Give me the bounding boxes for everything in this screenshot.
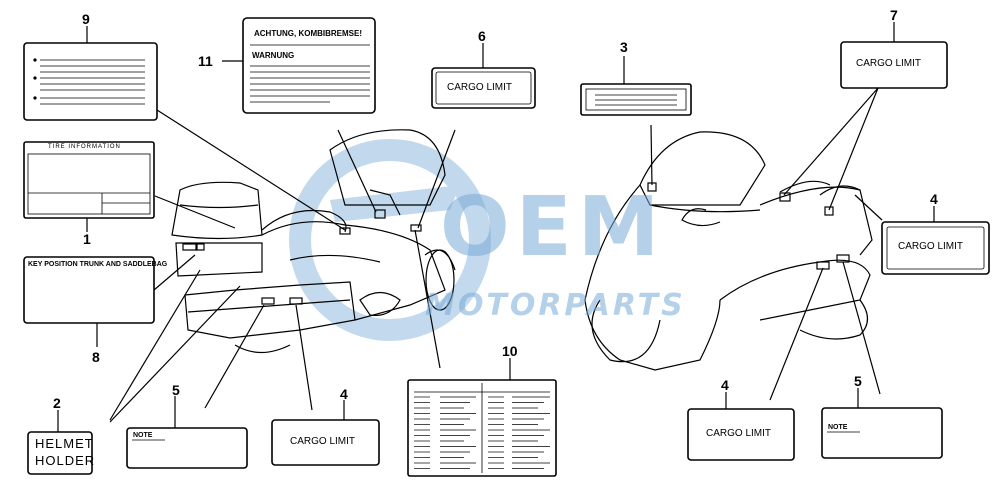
callout-5-right: 5 (854, 373, 862, 389)
label-10-box (407, 379, 557, 477)
callout-7: 7 (890, 7, 898, 23)
label-11-achtung: ACHTUNG, KOMBIBREMSE! (254, 29, 362, 38)
label-11-box (242, 17, 376, 114)
label-5b-note: NOTE (828, 424, 848, 431)
label-5b-box (821, 407, 943, 459)
callout-10: 10 (502, 343, 518, 359)
label-2-line2: HOLDER (35, 453, 96, 468)
label-2-line1: HELMET (35, 436, 94, 451)
watermark-logo (289, 139, 491, 341)
callout-11: 11 (198, 53, 213, 69)
label-8-title: KEY POSITION TRUNK AND SADDLEBAG (28, 261, 168, 268)
label-4b-box (881, 221, 990, 275)
label-3-box (580, 83, 692, 116)
watermark-tagline: MOTORPARTS (425, 288, 686, 323)
callout-6: 6 (478, 28, 486, 44)
label-2-box (27, 431, 93, 475)
label-4a-box (271, 419, 380, 466)
callout-4-right: 4 (930, 191, 938, 207)
label-4c-text: CARGO LIMIT (706, 428, 772, 439)
motorcycle-right-drawing (584, 131, 873, 371)
callout-4-left: 4 (340, 386, 348, 402)
callout-2: 2 (53, 395, 61, 411)
watermark-logo-text: OEM (440, 180, 666, 275)
callout-4-bottom: 4 (721, 377, 729, 393)
label-4c-box (687, 408, 795, 461)
label-4a-text: CARGO LIMIT (290, 436, 356, 447)
callout-1: 1 (83, 231, 91, 247)
callout-5-left: 5 (172, 382, 180, 398)
callout-8: 8 (92, 349, 100, 365)
label-5a-note: NOTE (133, 432, 153, 439)
label-7-text: CARGO LIMIT (856, 58, 922, 69)
label-1-title: TIRE INFORMATION (48, 144, 121, 150)
label-1-box (23, 141, 155, 219)
label-9-box (23, 42, 158, 121)
label-4b-text: CARGO LIMIT (898, 241, 964, 252)
label-11-warnung: WARNUNG (252, 51, 295, 60)
label-6-text: CARGO LIMIT (447, 82, 513, 93)
label-5a-box (126, 427, 248, 469)
leader-lines (57, 22, 935, 432)
callout-9: 9 (82, 11, 90, 27)
callout-3: 3 (620, 39, 628, 55)
